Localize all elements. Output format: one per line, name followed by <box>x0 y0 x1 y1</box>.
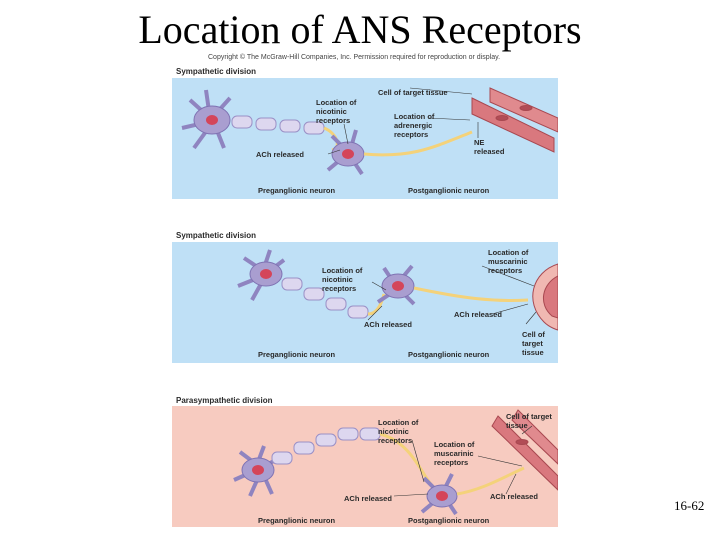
label-target-cell: Cell of target tissue <box>506 412 552 430</box>
panel-2-title: Sympathetic division <box>176 231 257 240</box>
label-ne-released: NE released <box>474 138 505 156</box>
panel-sympathetic-adrenergic: Location of nicotinic receptors Cell of … <box>172 78 558 199</box>
label-adrenergic-receptors: Location of adrenergic receptors <box>394 112 435 139</box>
postganglionic-axon <box>363 130 473 157</box>
preganglionic-cell-body <box>233 445 281 497</box>
label-target-cell: Cell of target tissue <box>522 330 545 357</box>
label-ach-released-1: ACh released <box>364 320 412 329</box>
panel-2-illustration <box>237 249 558 331</box>
label-preganglionic: Preganglionic neuron <box>258 516 336 525</box>
panel-3-title: Parasympathetic division <box>176 396 273 405</box>
label-postganglionic: Postganglionic neuron <box>408 350 490 359</box>
preganglionic-axon <box>271 427 381 465</box>
postganglionic-cell-body <box>420 473 458 516</box>
label-ach-released-2: ACh released <box>490 492 538 501</box>
slide-title: Location of ANS Receptors <box>138 7 582 52</box>
panel-1-title: Sympathetic division <box>176 67 257 76</box>
leader-lines <box>393 425 533 497</box>
postganglionic-cell-body <box>376 264 416 306</box>
target-muscle-cells <box>491 409 558 491</box>
preganglionic-cell-body <box>237 249 286 301</box>
label-muscarinic-receptors: Location of muscarinic receptors <box>488 248 529 275</box>
label-ach-released: ACh released <box>256 150 304 159</box>
preganglionic-axon <box>281 277 369 319</box>
panel-3-illustration <box>233 409 558 516</box>
target-gland-cell <box>532 263 558 331</box>
leader-lines <box>327 87 479 155</box>
target-muscle-cells <box>471 87 558 153</box>
label-postganglionic: Postganglionic neuron <box>408 186 490 195</box>
label-target-cell: Cell of target tissue <box>378 88 448 97</box>
label-preganglionic: Preganglionic neuron <box>258 186 336 195</box>
copyright-notice: Copyright © The McGraw-Hill Companies, I… <box>208 54 501 61</box>
label-preganglionic: Preganglionic neuron <box>258 350 336 359</box>
label-ach-released-1: ACh released <box>344 494 392 503</box>
preganglionic-axon <box>231 115 325 135</box>
preganglionic-cell-body <box>181 89 232 150</box>
slide-number: 16-62 <box>674 498 705 513</box>
panel-parasympathetic: Cell of target tissue Location of nicoti… <box>172 406 558 527</box>
postganglionic-axon <box>413 286 529 302</box>
label-nicotinic-receptors: Location of nicotinic receptors <box>322 266 363 293</box>
leader-lines <box>367 265 537 325</box>
panel-1-illustration <box>181 87 558 176</box>
label-nicotinic-receptors: Location of nicotinic receptors <box>378 418 419 445</box>
label-muscarinic-receptors: Location of muscarinic receptors <box>434 440 475 467</box>
panel-sympathetic-muscarinic: Location of muscarinic receptors Locatio… <box>172 242 558 363</box>
label-nicotinic-receptors: Location of nicotinic receptors <box>316 98 357 125</box>
label-postganglionic: Postganglionic neuron <box>408 516 490 525</box>
label-ach-released-2: ACh released <box>454 310 502 319</box>
postganglionic-axon <box>456 466 525 496</box>
